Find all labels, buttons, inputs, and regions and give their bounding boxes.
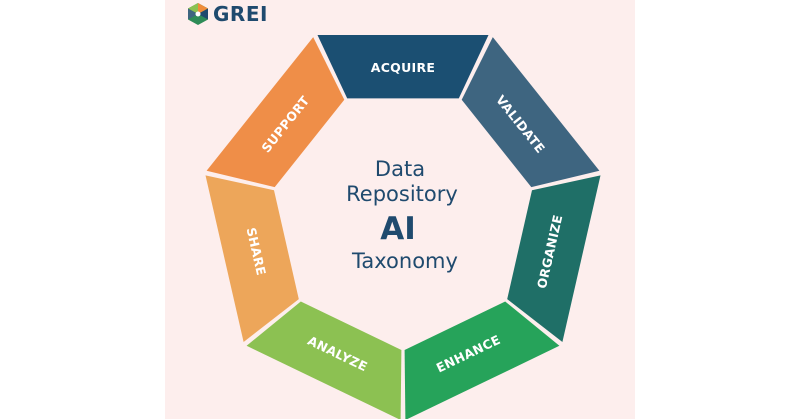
center-title-line-2: Repository: [346, 182, 458, 206]
segment-enhance: [404, 301, 560, 419]
grei-hexagon-icon: [188, 3, 208, 25]
segment-share: [205, 175, 299, 342]
grei-logo: GREI: [187, 2, 268, 26]
segments-group: ACQUIREVALIDATEORGANIZEENHANCEANALYZESHA…: [205, 35, 601, 419]
center-title: Data Repository AI Taxonomy: [346, 157, 458, 273]
segment-organize: [507, 175, 601, 342]
segment-analyze: [246, 301, 402, 419]
segment-label-acquire: ACQUIRE: [371, 60, 436, 75]
segment-acquire: [317, 35, 489, 99]
center-title-line-4: Taxonomy: [351, 249, 458, 273]
segment-support: [206, 37, 345, 188]
center-title-line-1: Data: [375, 157, 425, 181]
center-title-line-3: AI: [380, 211, 416, 247]
segment-validate: [461, 37, 600, 188]
grei-logo-text: GREI: [213, 2, 268, 26]
